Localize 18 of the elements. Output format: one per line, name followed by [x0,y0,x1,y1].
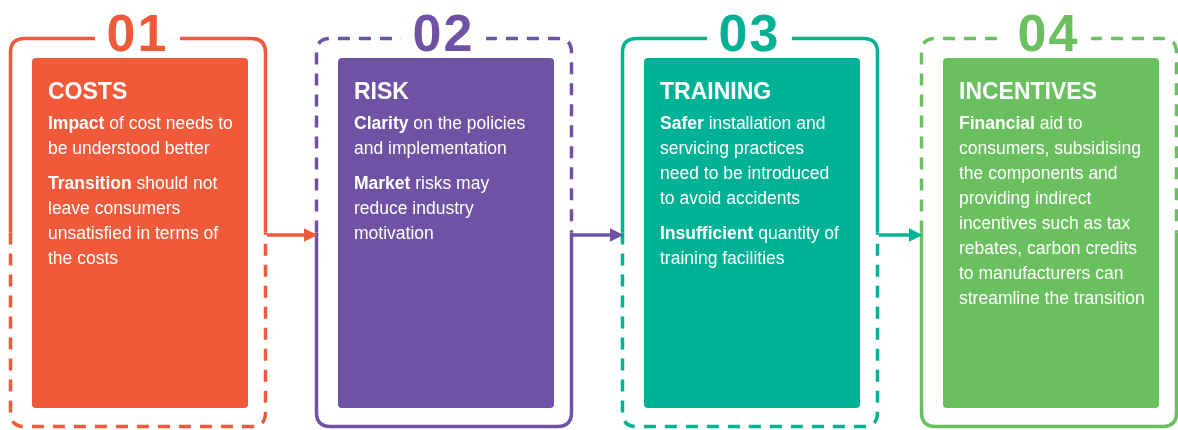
step-title: COSTS [48,78,129,105]
step-title: RISK [354,78,410,105]
step-description: Safer installation and servicing practices need to be introduced to avoid accidents [660,112,831,210]
step-description: Market risks may reduce industry motivation [354,172,491,245]
step-description: Financial aid to consumers, subsidising the components and providing indirect incentives such as tax rebates, carbon credits to manufacturers can streamline the transition [959,112,1145,310]
arrow [879,228,923,242]
step-title: TRAINING [660,78,773,105]
step-description: Impact of cost needs to be understood better [48,112,234,160]
step-card [644,58,860,408]
step-card [338,58,554,408]
step-description: Clarity on the policies and implementation [354,112,527,160]
step-description: Insufficient quantity of training facilities [660,222,840,270]
step-card [943,58,1159,408]
step-title: INCENTIVES [959,78,1099,105]
arrow [267,228,318,242]
step-description: Transition should not leave consumers unsatisfied in terms of the costs [48,172,220,270]
step-card [32,58,248,408]
arrow [573,228,624,242]
